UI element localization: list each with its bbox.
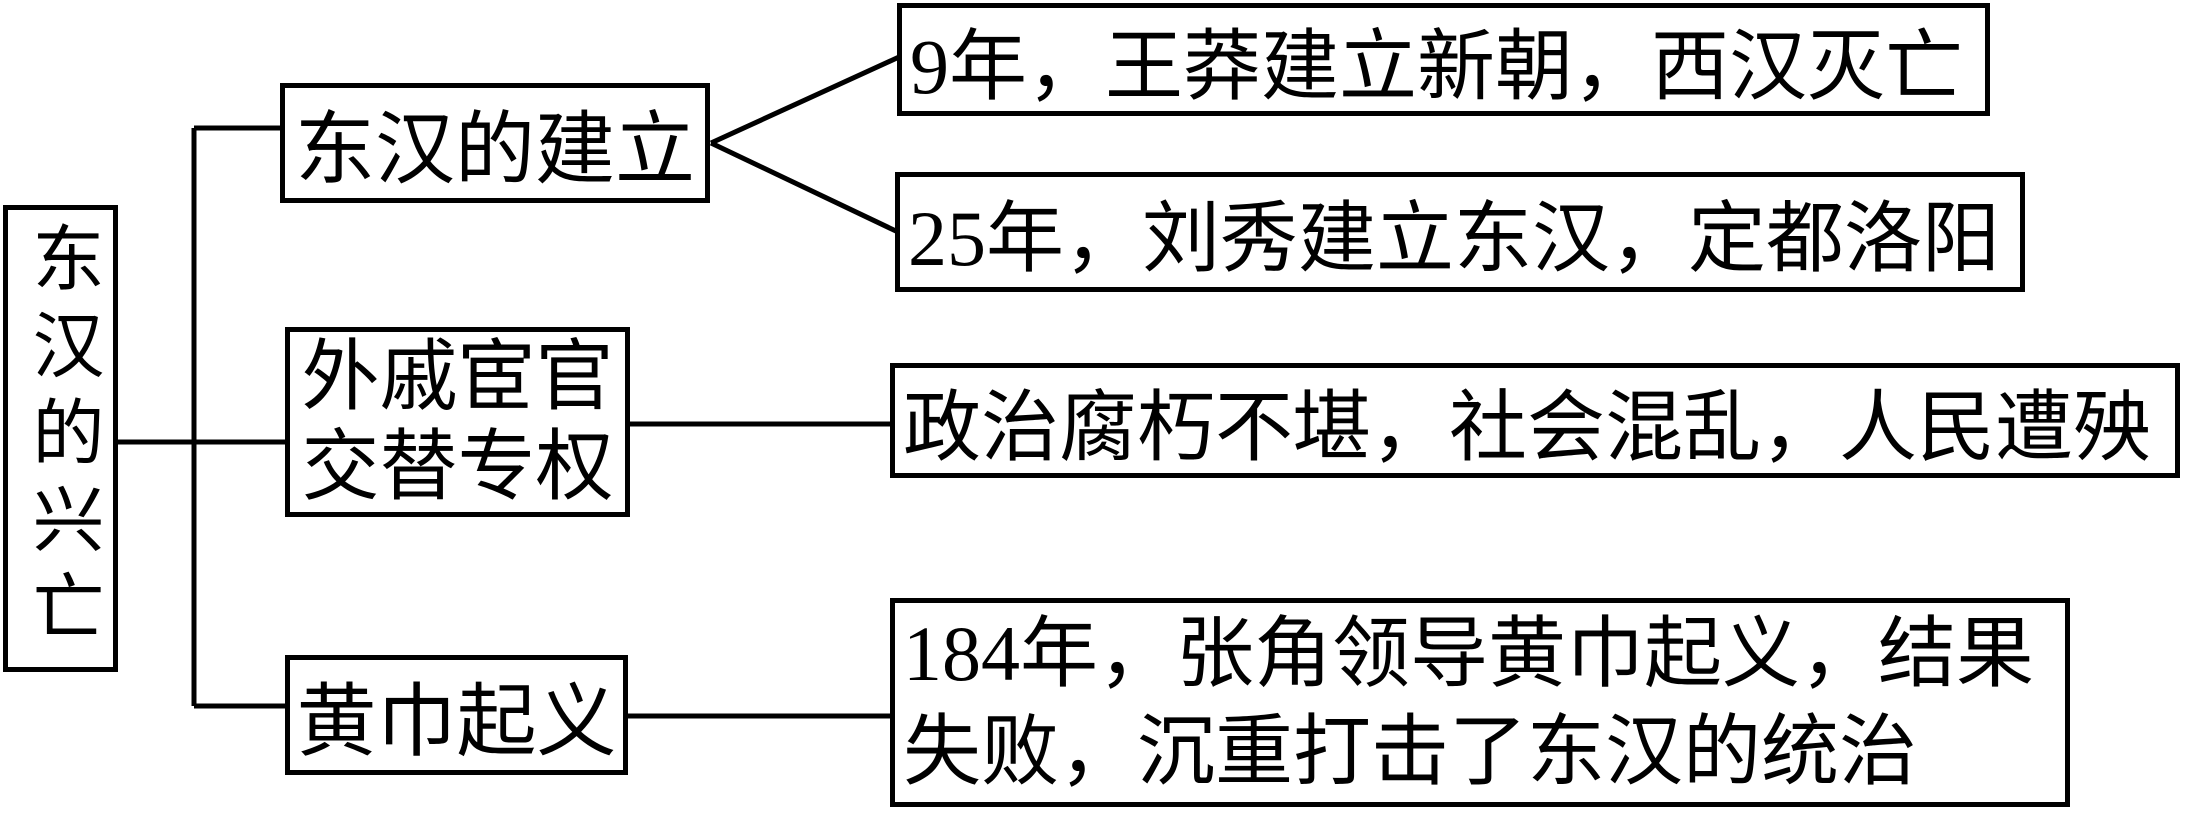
edge-branch1-to-detail-9ad	[709, 54, 901, 146]
root-box: 东汉的兴亡	[3, 205, 118, 672]
detail-text-9ad: 9年，王莽建立新朝，西汉灭亡	[910, 22, 1964, 110]
edge-branch1-to-detail-25ad	[709, 140, 900, 235]
detail-box-9ad: 9年，王莽建立新朝，西汉灭亡	[897, 3, 1990, 116]
branch-box-yellow-turban: 黄巾起义	[285, 655, 628, 775]
branch-box-establishment: 东汉的建立	[280, 83, 710, 203]
branch-box-waiqi-huanguan: 外戚宦官 交替专权	[285, 327, 630, 517]
detail-box-184ad: 184年，张角领导黄巾起义，结果 失败，沉重打击了东汉的统治	[890, 598, 2070, 807]
detail-text-184ad: 184年，张角领导黄巾起义，结果 失败，沉重打击了东汉的统治	[903, 609, 2035, 795]
branch-label-establishment: 东汉的建立	[295, 107, 695, 195]
branch-label-waiqi-huanguan: 外戚宦官 交替专权	[301, 333, 614, 510]
detail-box-25ad: 25年，刘秀建立东汉，定都洛阳	[895, 172, 2025, 292]
root-label: 东汉的兴亡	[21, 221, 101, 656]
branch-label-yellow-turban: 黄巾起义	[296, 679, 617, 767]
detail-text-politics: 政治腐朽不堪，社会混乱，人民遭殃	[903, 383, 2152, 471]
detail-text-25ad: 25年，刘秀建立东汉，定都洛阳	[908, 195, 2001, 282]
detail-box-politics: 政治腐朽不堪，社会混乱，人民遭殃	[890, 363, 2180, 478]
